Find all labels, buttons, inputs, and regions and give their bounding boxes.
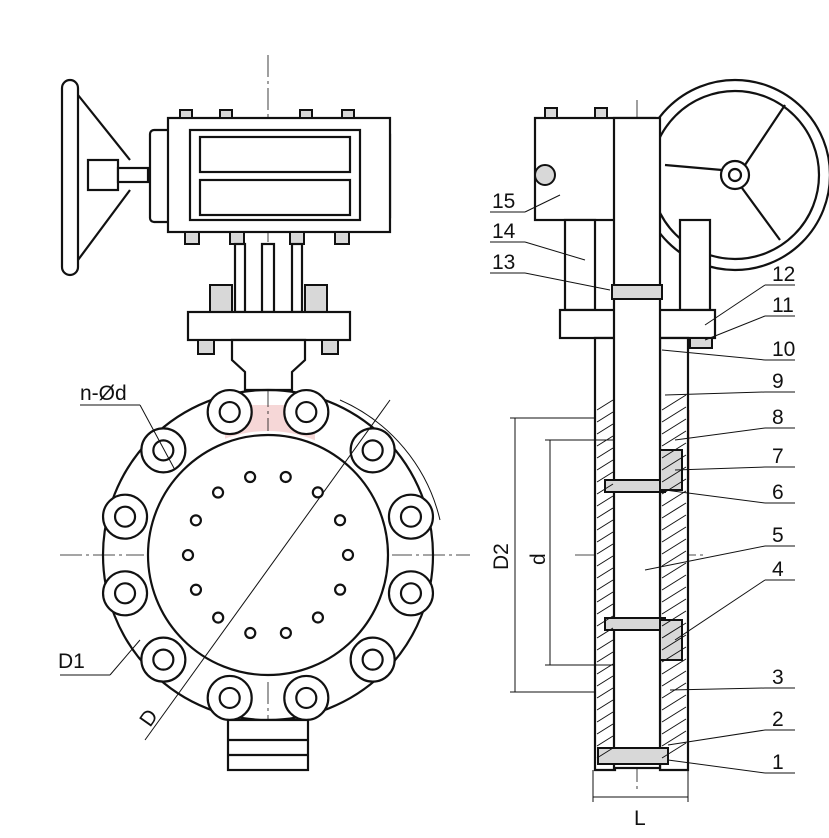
flange-lug [387,570,435,617]
small-bolt-hole [279,626,292,640]
bolt-hole [295,400,318,424]
part-number-8: 8 [772,406,784,429]
flange-lug [140,636,187,683]
bolt-hole [361,648,384,671]
label-L: L [634,807,646,830]
small-bolt-hole [341,548,355,562]
small-bolt-hole [244,626,257,640]
part-number-5: 5 [772,524,784,547]
small-bolt-hole [244,470,257,484]
small-bolt-hole [311,611,325,624]
part-number-15: 15 [492,190,515,213]
label-n-od: n-Ød [80,382,127,405]
part-number-1: 1 [772,751,784,774]
small-bolt-hole [211,486,225,499]
flange-lug [349,427,396,474]
flange-lug [387,493,435,540]
gearbox [148,109,392,245]
bolt-hole [152,648,175,671]
flange-lug [283,388,330,436]
part-number-3: 3 [772,666,784,689]
bolt-hole [399,582,423,605]
flange-lug [140,427,187,474]
bolt-hole [218,400,241,424]
front-dimensions: n-Ød D1 D [58,382,441,741]
bolt-hole [295,686,318,710]
label-D: D [135,705,163,731]
small-bolt-hole [334,583,347,596]
flange-lug [101,493,149,540]
part-number-12: 12 [772,263,795,286]
small-bolt-hole [189,514,202,527]
front-view: n-Ød D1 D [58,55,470,772]
part-number-10: 10 [772,338,795,361]
bolt-hole [218,686,241,710]
part-number-6: 6 [772,481,784,504]
small-bolt-hole [279,470,292,484]
part-number-2: 2 [772,708,784,731]
part-number-13: 13 [492,251,515,274]
bolt-hole [113,505,137,528]
small-bolt-hole [181,548,195,562]
flange-lug [101,570,149,617]
flange-lug [349,636,396,683]
valve-body-front [101,388,435,772]
flange-lug [206,388,253,436]
flange-lug [206,674,253,722]
small-bolt-hole [333,514,347,527]
part-number-11: 11 [772,294,794,317]
label-d1: D1 [58,650,85,673]
stem [612,116,662,770]
bolt-hole [399,505,423,528]
part-number-14: 14 [492,220,516,243]
bolt-hole [113,582,137,605]
part-number-9: 9 [772,370,784,393]
flange-lug [283,674,330,722]
bracket [186,242,352,392]
bolt-hole [152,439,175,462]
part-number-7: 7 [772,445,784,468]
handwheel-side [60,78,150,277]
small-bolt-hole [189,583,203,596]
side-dimensions: D2 d L [490,417,689,830]
part-number-4: 4 [772,558,784,581]
label-d: d [527,553,550,565]
handwheel-front [638,78,829,272]
label-D2: D2 [490,543,513,570]
small-bolt-hole [212,611,225,624]
bolt-hole [361,439,384,462]
